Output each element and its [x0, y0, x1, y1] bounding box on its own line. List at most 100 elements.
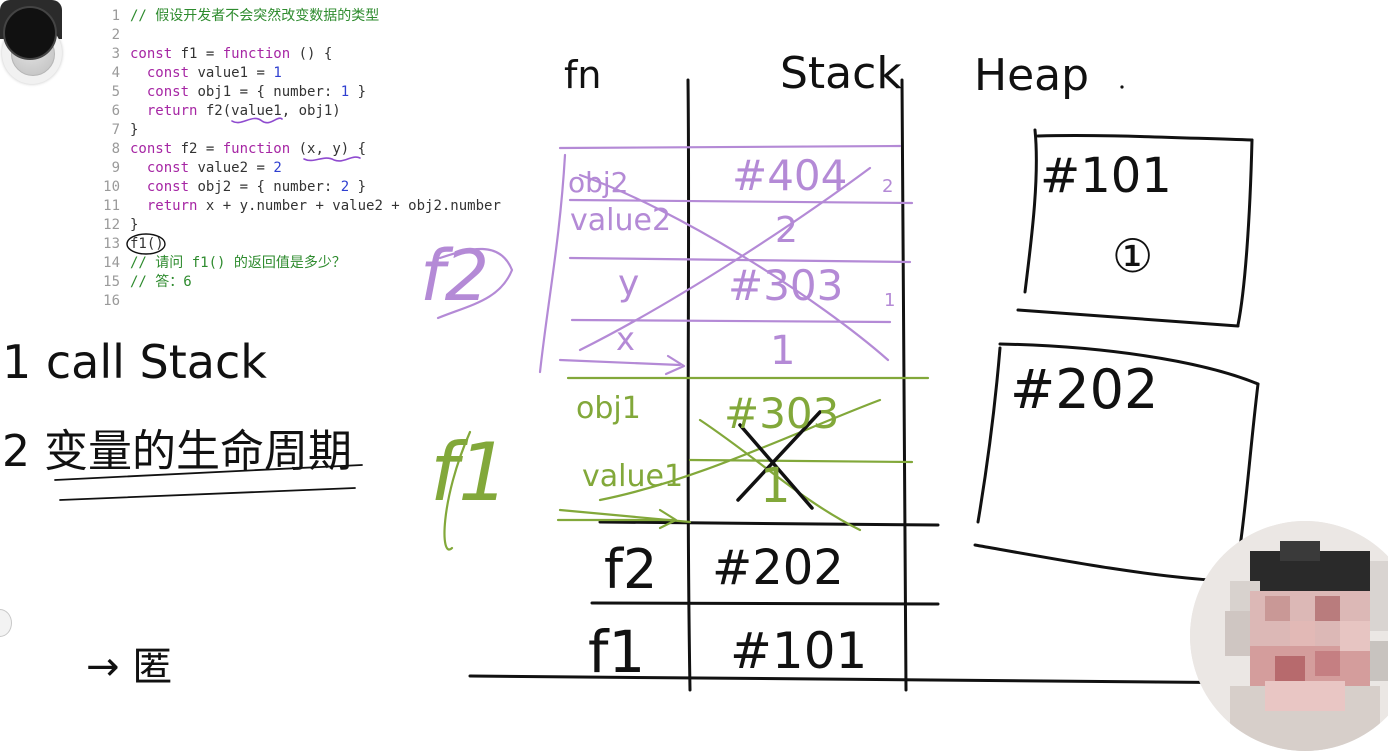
code-line[interactable]: 1// 假设开发者不会突然改变数据的类型 — [96, 7, 536, 26]
code-token: 2 — [273, 160, 282, 176]
camera-toggle-button[interactable] — [0, 0, 62, 60]
heap-addr-202: #202 — [1010, 358, 1158, 421]
code-line[interactable]: 2 — [96, 26, 536, 45]
code-token: } — [349, 179, 367, 195]
header-stack: Stack — [780, 48, 902, 99]
header-heap: Heap — [974, 50, 1089, 101]
cross-mark — [736, 410, 822, 510]
code-token: const — [130, 46, 173, 62]
stack-name-f1: f1 — [588, 618, 645, 686]
code-token: // 答：6 — [130, 274, 192, 290]
code-annotations — [231, 117, 361, 162]
val-value1: 1 — [760, 458, 791, 514]
code-token: value2 = — [189, 160, 274, 176]
line-number: 5 — [111, 84, 120, 100]
code-token: () { — [290, 46, 333, 62]
code-token: x + y.number + value2 + obj2.number — [197, 198, 501, 214]
line-number: 9 — [111, 160, 120, 176]
code-token: const — [146, 160, 190, 176]
code-token — [130, 83, 147, 102]
stack-val-f2: #202 — [712, 540, 844, 596]
code-token: } — [130, 122, 139, 138]
line-number: 15 — [103, 274, 120, 290]
code-line[interactable]: 6 return f2(value1, obj1) — [96, 102, 536, 121]
line-number: 3 — [111, 46, 120, 62]
line-number: 7 — [111, 122, 120, 138]
var-value1: value1 — [582, 459, 683, 494]
code-token: const — [146, 84, 190, 100]
line-number: 4 — [111, 65, 120, 81]
val-y: #303 — [728, 261, 843, 310]
code-token: 1 — [340, 84, 350, 100]
line-number: 14 — [103, 255, 120, 271]
val-x: 1 — [770, 328, 795, 374]
code-token: // 请问 f1() 的返回值是多少？ — [130, 255, 346, 271]
stack-val-f1: #101 — [730, 622, 867, 680]
f2-frame-lines — [436, 144, 914, 376]
code-token: (x, y) { — [290, 141, 367, 157]
note-underlines — [54, 464, 363, 501]
code-token: f1() — [130, 236, 164, 252]
code-line[interactable]: 13 f1() — [96, 235, 536, 254]
var-y: y — [618, 263, 639, 304]
code-token — [130, 197, 147, 216]
code-line[interactable]: 15 // 答：6 — [96, 273, 536, 292]
code-line[interactable]: 11 return x + y.number + value2 + obj2.n… — [96, 197, 536, 216]
code-line[interactable]: 12} — [96, 216, 536, 235]
line-number: 13 — [103, 236, 120, 252]
code-line[interactable]: 10 const obj2 = { number: 2 } — [96, 178, 536, 197]
code-token: function — [222, 46, 291, 62]
header-fn: fn — [564, 53, 601, 97]
line-number: 2 — [111, 27, 120, 43]
code-token — [130, 178, 147, 197]
line-number: 6 — [111, 103, 120, 119]
line-number: 10 — [103, 179, 120, 195]
line-number: 12 — [103, 217, 120, 233]
code-token: f2 = — [172, 141, 223, 157]
note-arrow: → 匿 — [86, 644, 172, 690]
code-line[interactable]: 14 // 请问 f1() 的返回值是多少？ — [96, 254, 536, 273]
heap-boxes — [973, 128, 1260, 582]
code-token: const — [130, 141, 173, 157]
code-line[interactable]: 5 const obj1 = { number: 1 } — [96, 83, 536, 102]
val-obj1: #303 — [724, 389, 839, 438]
code-line[interactable]: 7} — [96, 121, 536, 140]
ann-obj2: 2 — [882, 176, 893, 197]
code-token: value1 = — [189, 65, 274, 81]
code-token: f1 = — [172, 46, 223, 62]
code-token: const — [146, 179, 190, 195]
note-call-stack: 1 call Stack — [2, 335, 267, 389]
code-token: return — [146, 103, 198, 119]
heap-dot — [1120, 85, 1124, 89]
line-number: 11 — [103, 198, 120, 214]
code-token: 2 — [340, 179, 350, 195]
line-number: 1 — [111, 8, 120, 24]
stack-name-f2: f2 — [604, 538, 657, 601]
f1-frame-lines — [443, 376, 930, 551]
code-token — [130, 102, 147, 121]
code-line[interactable]: 16 — [96, 292, 536, 311]
line-number: 8 — [111, 141, 120, 157]
code-line[interactable]: 9 const value2 = 2 — [96, 159, 536, 178]
note-lifecycle: 2 变量的生命周期 — [2, 426, 352, 477]
code-token — [130, 159, 147, 178]
code-token: } — [130, 217, 139, 233]
var-obj2: obj2 — [568, 166, 629, 199]
code-line[interactable]: 4 const value1 = 1 — [96, 64, 536, 83]
code-token: } — [349, 84, 367, 100]
code-token: obj2 = { number: — [189, 179, 341, 195]
var-obj1: obj1 — [576, 391, 641, 426]
frame-label-f1: f1 — [430, 426, 509, 519]
code-token: obj1 = { number: — [189, 84, 341, 100]
line-number: 16 — [103, 293, 120, 309]
code-token: 1 — [273, 65, 282, 81]
frame-label-f2: f2 — [420, 235, 489, 317]
val-value2: 2 — [775, 210, 798, 251]
whiteboard-canvas[interactable]: fn Stack Heap 1 call Stack 2 变量的生命周期 → 匿… — [0, 0, 1388, 699]
code-line[interactable]: 3 const f1 = function () { — [96, 45, 536, 64]
heap-addr-101: #101 — [1040, 148, 1172, 204]
code-token: const — [146, 65, 190, 81]
var-value2: value2 — [570, 203, 671, 238]
